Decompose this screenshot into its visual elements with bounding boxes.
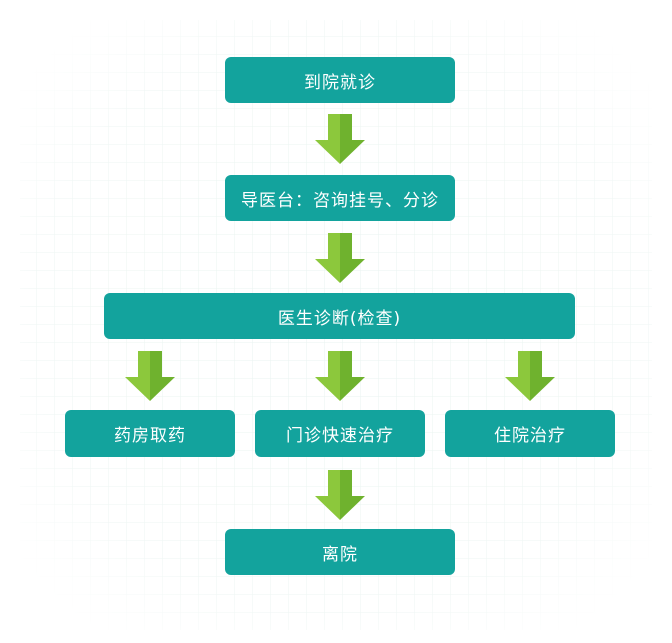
arrow-down-icon	[315, 233, 365, 283]
node-outpatient-treatment-label: 门诊快速治疗	[286, 426, 394, 446]
node-pharmacy: 药房取药	[65, 410, 235, 457]
node-pharmacy-label: 药房取药	[114, 426, 186, 446]
node-arrive-label: 到院就诊	[304, 72, 376, 93]
node-inpatient-treatment-label: 住院治疗	[494, 426, 566, 446]
node-outpatient-treatment: 门诊快速治疗	[255, 410, 425, 457]
node-inpatient-treatment: 住院治疗	[445, 410, 615, 457]
arrow-down-icon	[315, 351, 365, 401]
arrow-down-icon	[125, 351, 175, 401]
arrow-down-icon	[505, 351, 555, 401]
node-leave: 离院	[225, 529, 455, 575]
node-arrive: 到院就诊	[225, 57, 455, 103]
node-guide-desk: 导医台：咨询挂号、分诊	[225, 175, 455, 221]
node-diagnosis: 医生诊断(检查)	[104, 293, 575, 339]
node-diagnosis-label: 医生诊断(检查)	[277, 308, 402, 329]
node-leave-label: 离院	[322, 544, 358, 565]
arrow-down-icon	[315, 114, 365, 164]
node-guide-desk-label: 导医台：咨询挂号、分诊	[241, 190, 439, 211]
arrow-down-icon	[315, 470, 365, 520]
